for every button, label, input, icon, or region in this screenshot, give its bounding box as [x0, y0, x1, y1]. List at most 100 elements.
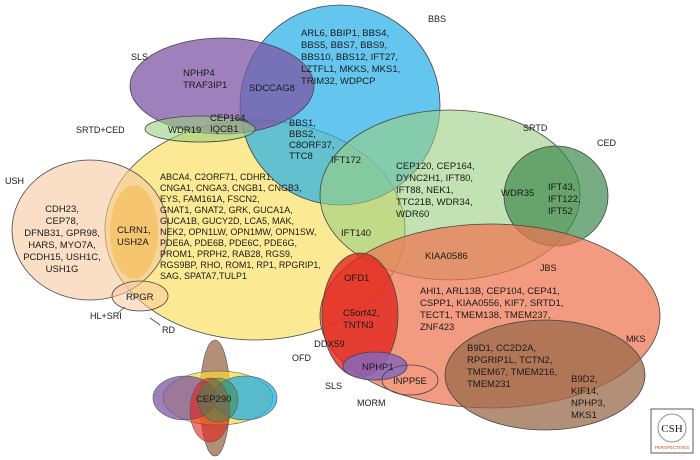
label-ofd: OFD [292, 353, 311, 363]
gene-wdr19: WDR19 [168, 125, 201, 136]
genes-ced: IFT43, IFT122, IFT52 [548, 182, 581, 217]
label-srtd-ced: SRTD+CED [76, 125, 125, 135]
svg-text:CLRN1,: CLRN1, [117, 225, 151, 236]
svg-text:CDH23,: CDH23, [45, 204, 79, 215]
gene-wdr35: WDR35 [501, 188, 534, 199]
svg-text:CEP164,: CEP164, [210, 113, 248, 124]
set-morm [381, 364, 439, 396]
set-ush [11, 159, 169, 301]
csh-perspectives-logo: CSH PERSPECTIVES [650, 408, 694, 454]
label-srtd: SRTD [523, 123, 548, 133]
gene-ift140: IFT140 [341, 228, 371, 239]
svg-text:TMEM231: TMEM231 [467, 379, 511, 390]
gene-ddx59: DDX59 [314, 339, 345, 350]
svg-text:SAG, SPATA7,TULP1: SAG, SPATA7,TULP1 [160, 271, 247, 281]
svg-text:DYNC2H1, IFT80,: DYNC2H1, IFT80, [396, 173, 473, 184]
svg-text:CSH: CSH [661, 423, 682, 435]
gene-rpgr: RPGR [126, 292, 154, 303]
svg-text:TNTN3: TNTN3 [343, 320, 374, 331]
label-jbs: JBS [540, 263, 557, 273]
svg-text:BBS5, BBS7, BBS9,: BBS5, BBS7, BBS9, [301, 40, 387, 51]
svg-text:GUCA1B, GUCY2D, LCA5, MAK,: GUCA1B, GUCY2D, LCA5, MAK, [160, 216, 294, 226]
svg-text:B9D2,: B9D2, [571, 374, 597, 385]
svg-text:USH1G: USH1G [46, 264, 79, 275]
gene-kiaa0586: KIAA0586 [425, 251, 468, 262]
set-srtd-ced [144, 115, 256, 143]
label-sls-top: SLS [131, 52, 148, 62]
label-sls-bottom: SLS [325, 381, 342, 391]
gene-inpp5e: INPP5E [393, 376, 427, 387]
svg-text:PDE6A, PDE6B, PDE6C, PDE6G,: PDE6A, PDE6B, PDE6C, PDE6G, [160, 238, 297, 248]
svg-text:NPHP4: NPHP4 [183, 68, 215, 79]
genes-sls: NPHP4 TRAF3IP1 [183, 68, 227, 91]
genes-ush: CDH23, CEP78, DFNB31, GPR98, HARS, MYO7A… [23, 204, 101, 275]
label-mks: MKS [626, 334, 646, 344]
svg-text:C8ORF37,: C8ORF37, [289, 140, 334, 151]
svg-text:B9D1, CC2D2A,: B9D1, CC2D2A, [467, 343, 536, 354]
svg-text:ARL6, BBIP1, BBS4,: ARL6, BBIP1, BBS4, [301, 28, 389, 39]
genes-c5orf42: C5orf42, TNTN3 [343, 308, 379, 331]
svg-text:CEP120, CEP164,: CEP120, CEP164, [396, 161, 475, 172]
svg-text:PROM1, PRPH2, RAB28, RGS9,: PROM1, PRPH2, RAB28, RGS9, [160, 249, 293, 259]
svg-text:IFT52: IFT52 [548, 206, 573, 217]
label-ush: USH [5, 176, 24, 186]
svg-text:MKS1: MKS1 [571, 410, 597, 421]
set-hl-sri [111, 280, 169, 312]
svg-text:WDR60: WDR60 [396, 209, 429, 220]
genes-jbs-mks: B9D1, CC2D2A, RPGRIP1L, TCTN2, TMEM67, T… [467, 343, 557, 390]
svg-text:PCDH15, USH1C,: PCDH15, USH1C, [23, 252, 101, 263]
svg-text:USH2A: USH2A [117, 237, 149, 248]
svg-text:NEK2, OPN1LW, OPN1MW, OPN1SW,: NEK2, OPN1LW, OPN1MW, OPN1SW, [160, 227, 316, 237]
svg-text:TECT1, TMEM138, TMEM237,: TECT1, TMEM138, TMEM237, [420, 310, 551, 321]
label-rd: RD [162, 325, 175, 335]
svg-text:AHI1, ARL13B, CEP104, CEP41,: AHI1, ARL13B, CEP104, CEP41, [420, 286, 560, 297]
svg-text:IQCB1: IQCB1 [210, 124, 239, 135]
svg-text:CNGA1, CNGA3, CNGB1, CNGB3,: CNGA1, CNGA3, CNGB1, CNGB3, [160, 183, 302, 193]
svg-text:KIF14,: KIF14, [571, 386, 599, 397]
svg-text:PERSPECTIVES: PERSPECTIVES [655, 445, 690, 450]
svg-text:IFT122,: IFT122, [548, 194, 581, 205]
genes-srtd: CEP120, CEP164, DYNC2H1, IFT80, IFT88, N… [396, 161, 475, 220]
svg-text:ABCA4, C2ORF71, CDHR1,: ABCA4, C2ORF71, CDHR1, [160, 172, 274, 182]
svg-text:BBS1,: BBS1, [289, 118, 316, 129]
svg-text:TTC8: TTC8 [289, 151, 313, 162]
svg-text:TRAF3IP1: TRAF3IP1 [183, 80, 227, 91]
svg-text:LZTFL1, MKKS, MKS1,: LZTFL1, MKKS, MKS1, [301, 64, 400, 75]
svg-text:RGS9BP, RHO, ROM1, RP1, RPGRIP: RGS9BP, RHO, ROM1, RP1, RPGRIP1, [160, 260, 321, 270]
label-bbs: BBS [428, 14, 446, 24]
svg-text:EYS, FAM161A, FSCN2,: EYS, FAM161A, FSCN2, [160, 194, 260, 204]
svg-text:C5orf42,: C5orf42, [343, 308, 379, 319]
svg-text:TRIM32, WDPCP: TRIM32, WDPCP [301, 76, 375, 87]
genes-cep164-iqcb1: CEP164, IQCB1 [210, 113, 248, 135]
rd-connector [149, 317, 161, 326]
genes-bbs: ARL6, BBIP1, BBS4, BBS5, BBS7, BBS9, BBS… [301, 28, 400, 87]
svg-text:HARS, MYO7A,: HARS, MYO7A, [28, 240, 96, 251]
svg-text:CEP78,: CEP78, [46, 216, 79, 227]
svg-text:GNAT1, GNAT2, GRK, GUCA1A,: GNAT1, GNAT2, GRK, GUCA1A, [160, 205, 293, 215]
label-morm: MORM [357, 398, 386, 408]
svg-text:IFT43,: IFT43, [548, 182, 575, 193]
gene-cep290: CEP290 [196, 394, 231, 405]
svg-text:ZNF423: ZNF423 [420, 322, 454, 333]
set-clrn1-overlap [110, 185, 158, 279]
gene-ift172: IFT172 [331, 155, 361, 166]
svg-text:BBS2,: BBS2, [289, 129, 316, 140]
set-mks [444, 319, 646, 431]
genes-mks: B9D2, KIF14, NPHP3, MKS1 [571, 374, 605, 421]
label-hl-sri: HL+SRI [90, 311, 122, 321]
genes-jbs: AHI1, ARL13B, CEP104, CEP41, CSPP1, KIAA… [420, 286, 563, 333]
svg-text:RPGRIP1L, TCTN2,: RPGRIP1L, TCTN2, [467, 355, 552, 366]
genes-rd: ABCA4, C2ORF71, CDHR1, CNGA1, CNGA3, CNG… [160, 172, 321, 281]
svg-text:TMEM67, TMEM216,: TMEM67, TMEM216, [467, 367, 557, 378]
genes-bbs-rd: BBS1, BBS2, C8ORF37, TTC8 [289, 118, 334, 162]
svg-text:CSPP1, KIAA0556, KIF7, SRTD1,: CSPP1, KIAA0556, KIF7, SRTD1, [420, 298, 563, 309]
set-sls-bottom [342, 351, 408, 381]
svg-text:IFT88, NEK1,: IFT88, NEK1, [396, 185, 454, 196]
hl-sri-connector [117, 306, 126, 314]
svg-text:NPHP3,: NPHP3, [571, 398, 605, 409]
svg-text:TTC21B, WDR34,: TTC21B, WDR34, [396, 197, 473, 208]
gene-nphp1: NPHP1 [362, 362, 394, 373]
gene-ofd1: OFD1 [344, 273, 369, 284]
